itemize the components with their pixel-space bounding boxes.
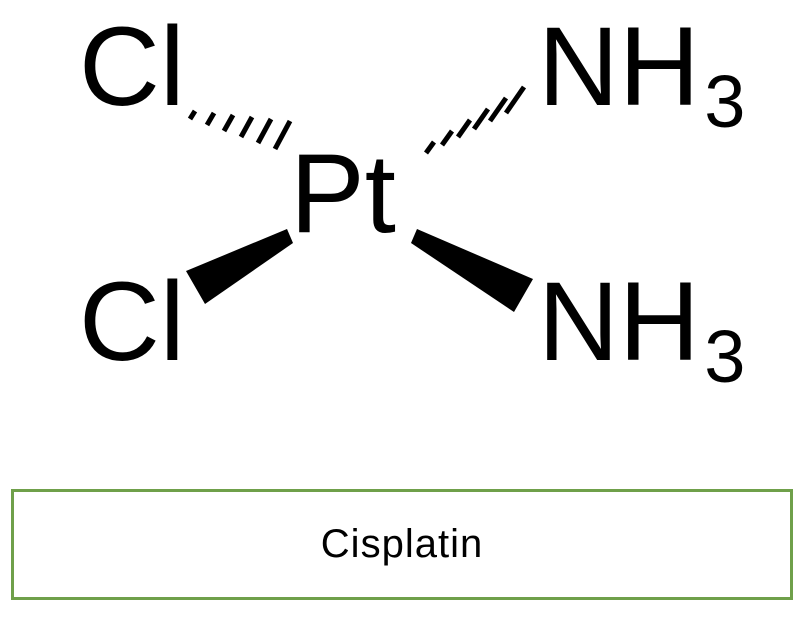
nh3-top-main: NH [538, 4, 700, 129]
wedge-bond-pt-nh3-bottom [411, 229, 533, 312]
compound-name-box: Cisplatin [11, 489, 793, 600]
atom-nh3-top: NH 3 [538, 4, 745, 143]
cisplatin-structure: Pt Cl Cl NH 3 NH 3 [79, 4, 745, 398]
atom-pt: Pt [290, 131, 396, 256]
hashed-bond-pt-cl-top [187, 109, 293, 151]
compound-name: Cisplatin [320, 522, 484, 566]
nh3-top-subscript: 3 [704, 60, 745, 143]
atom-nh3-bottom: NH 3 [538, 259, 745, 398]
atom-cl-top: Cl [79, 4, 185, 129]
nh3-bottom-subscript: 3 [704, 315, 745, 398]
hashed-bond-pt-nh3-top [423, 85, 527, 155]
wedge-bond-pt-cl-bottom [186, 229, 293, 304]
nh3-bottom-main: NH [538, 259, 700, 384]
atom-cl-bottom: Cl [79, 259, 185, 384]
